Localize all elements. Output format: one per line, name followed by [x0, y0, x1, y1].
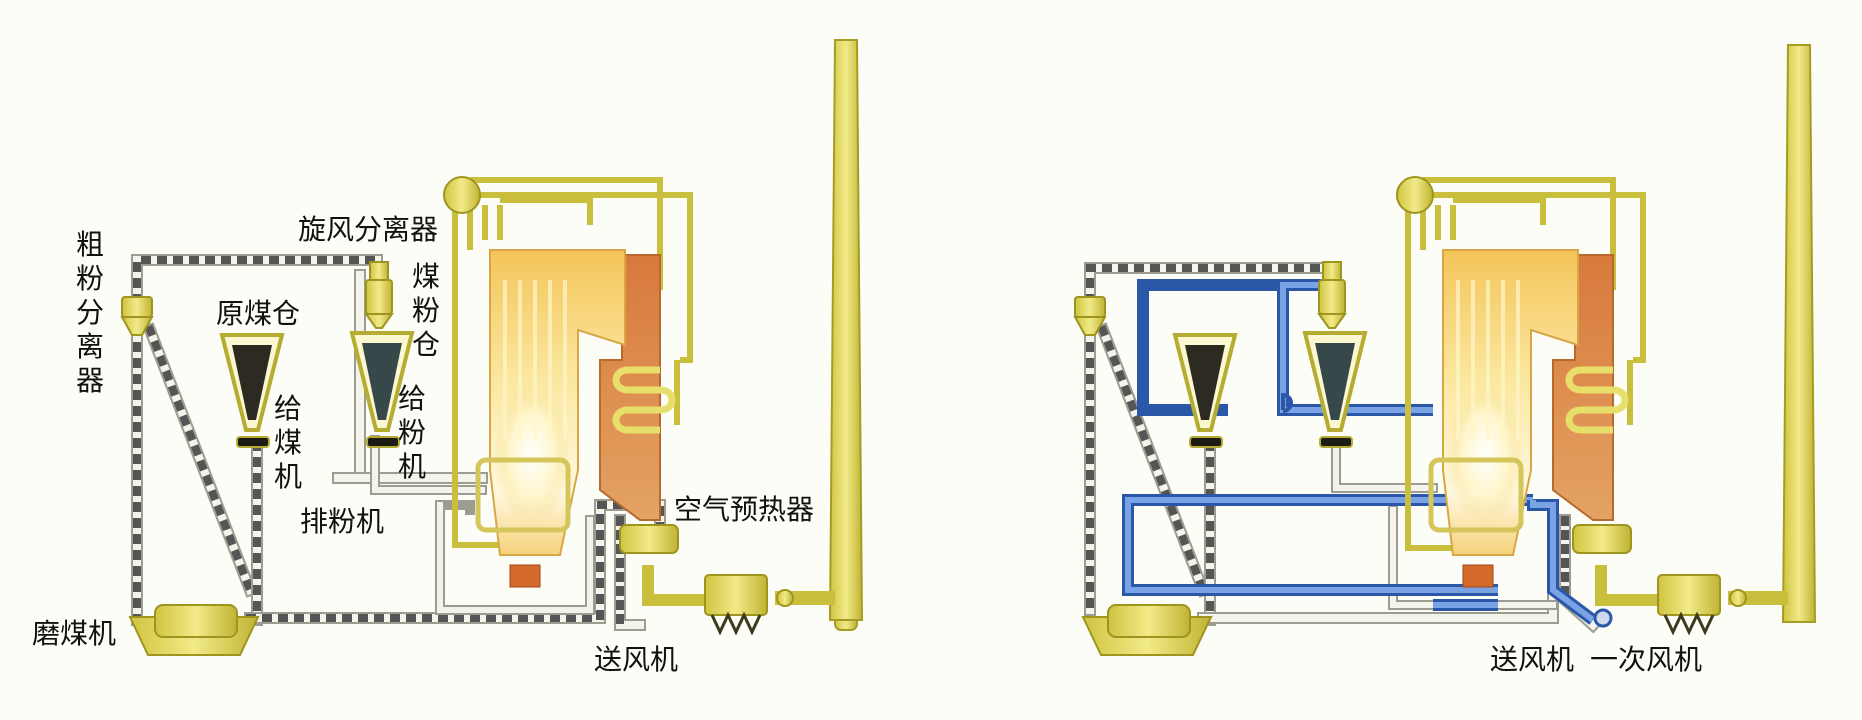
label-exhauster: 排粉机 — [300, 508, 384, 536]
right-induced-fan — [1658, 575, 1720, 615]
left-cyclone-separator — [366, 262, 392, 328]
label-cyclone-separator: 旋风分离器 — [298, 216, 438, 244]
left-induced-fan — [705, 575, 767, 615]
label-powder-feeder: 给粉机 — [396, 382, 428, 484]
right-diagram — [1075, 45, 1815, 655]
right-steam-drum — [1397, 177, 1433, 213]
label-primary-air-fan: 一次风机 — [1590, 646, 1702, 674]
left-diagram — [122, 40, 862, 655]
label-coarse-separator: 粗粉分离器 — [74, 228, 106, 398]
label-air-preheater: 空气预热器 — [674, 496, 814, 524]
label-forced-draft-fan-left: 送风机 — [594, 646, 678, 674]
label-coal-mill: 磨煤机 — [32, 620, 116, 648]
right-raw-coal-bunker — [1175, 335, 1235, 447]
label-raw-coal-bunker: 原煤仓 — [216, 300, 300, 328]
right-cyclone-separator — [1319, 262, 1345, 328]
right-air-preheater — [1573, 525, 1631, 553]
label-forced-draft-fan-right: 送风机 — [1490, 646, 1574, 674]
label-pulverized-coal-bin: 煤粉仓 — [410, 260, 442, 362]
left-steam-drum — [444, 177, 480, 213]
right-chimney — [1783, 45, 1815, 622]
right-coal-mill — [1083, 605, 1211, 655]
left-air-preheater — [620, 525, 678, 553]
label-coal-feeder: 给煤机 — [272, 392, 304, 494]
right-pulverized-coal-bin — [1305, 333, 1365, 447]
left-coal-mill — [130, 605, 258, 655]
